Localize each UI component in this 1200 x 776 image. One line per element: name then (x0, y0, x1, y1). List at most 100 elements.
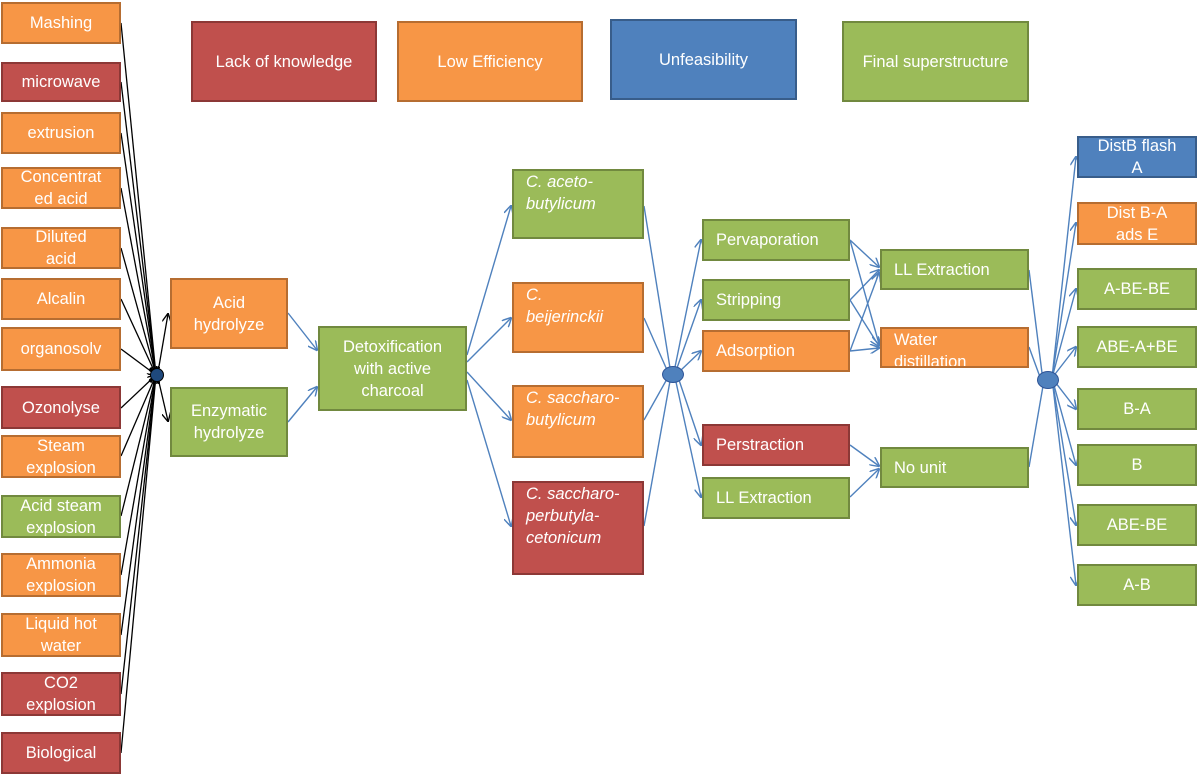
node-a-be-be-label: A-BE-BE (1103, 280, 1171, 298)
node-extrusion: extrusion (1, 112, 121, 154)
connector-pretreatment-9 (120, 375, 156, 517)
connector-nounit-hub (1028, 385, 1044, 468)
connector-hub-abe-be (1051, 377, 1076, 525)
node-dist-b-a-ads-e-label-2: ads E (1115, 225, 1159, 244)
connector-water-hub (1028, 346, 1041, 378)
node-stripping: Stripping (702, 279, 850, 321)
connector-hub-a-b (1051, 377, 1076, 585)
connector-stripping-ll (849, 270, 879, 301)
connector-adsorption-ll (849, 273, 879, 352)
legend-unfeasibility-label: Unfeasibility (659, 50, 748, 69)
node-acid-steam-explosion: Acid steam explosion (1, 495, 121, 538)
legend-lack-of-knowledge: Lack of knowledge (191, 21, 377, 102)
node-abe-a-be: ABE-A+BE (1077, 326, 1197, 368)
node-stripping-label: Stripping (716, 291, 782, 309)
node-concentrated-acid: Concentrat ed acid (1, 167, 121, 209)
node-c-acetobutylicum: C. aceto- butylicum (512, 169, 644, 239)
node-acid-steam-explosion-label-2: explosion (26, 518, 96, 537)
connector-detox-aceto (466, 206, 511, 356)
node-enzymatic-hydrolyze-label-1: Enzymatic (190, 402, 268, 420)
node-c-beijerinckii: C. beijerinckii (512, 282, 644, 353)
connector-pretreatment-7 (120, 375, 156, 409)
node-ll-extraction-recovery-label: LL Extraction (716, 489, 812, 507)
legend-low-efficiency-label: Low Efficiency (437, 52, 543, 71)
node-abe-a-be-label: ABE-A+BE (1096, 338, 1178, 356)
node-extrusion-label: extrusion (27, 124, 95, 142)
connector-pretreatment-8 (120, 375, 156, 457)
node-abe-be: ABE-BE (1077, 504, 1197, 546)
node-biological: Biological (1, 732, 121, 774)
connector-adsorption-water (849, 348, 879, 351)
node-ll-extraction-secondary-label: LL Extraction (894, 260, 990, 279)
legend-final-superstructure-label: Final superstructure (862, 52, 1009, 71)
node-organosolv: organosolv (1, 327, 121, 371)
node-ammonia-explosion-label-1: Ammonia (26, 555, 96, 573)
hub-pretreatment (150, 368, 164, 382)
connector-pretreatment-2 (120, 132, 156, 375)
node-pervaporation: Pervaporation (702, 219, 850, 261)
node-ozonolyse: Ozonolyse (1, 386, 121, 429)
connector-hub-distba (1051, 223, 1076, 379)
connector-pretreatment-0 (120, 22, 156, 375)
node-liquid-hot-water: Liquid hot water (1, 613, 121, 657)
node-adsorption-label: Adsorption (716, 342, 795, 360)
node-water-distillation: Water distillation (880, 327, 1029, 368)
node-acid-steam-explosion-label-1: Acid steam (20, 496, 102, 515)
connector-detox-sacch (466, 371, 511, 420)
connector-hub-stripping (676, 300, 701, 369)
node-mashing: Mashing (1, 2, 121, 44)
connector-hub-perstraction (678, 379, 701, 445)
node-c-saccharoperbutylacetonicum: C. saccharo- perbutyla- cetonicum (512, 481, 644, 575)
node-co2-explosion-label-2: explosion (26, 696, 96, 714)
node-b-label: B (1131, 456, 1143, 474)
legend-unfeasibility: Unfeasibility (610, 19, 797, 100)
node-water-distillation-label-2: distillation (894, 353, 967, 368)
connector-perbut-hub (643, 380, 671, 527)
node-c-acetobutylicum-label-2: butylicum (526, 195, 596, 213)
connector-stripping-water (849, 299, 879, 346)
node-distb-flash-a-label-1: DistB flash (1097, 137, 1177, 155)
node-mashing-label: Mashing (29, 14, 93, 32)
node-c-saccharobutylicum: C. saccharo- butylicum (512, 385, 644, 458)
node-ammonia-explosion-label-2: explosion (26, 577, 96, 595)
node-pervaporation-label: Pervaporation (716, 231, 819, 249)
node-acid-hydrolyze-label-1: Acid (212, 293, 246, 312)
connector-hub-enzymatic-hydrolyze (157, 377, 168, 421)
connector-hub-ll-extraction (675, 381, 701, 497)
connector-enzymatic-detox (287, 387, 317, 423)
node-abe-be-label: ABE-BE (1106, 516, 1168, 534)
node-microwave: microwave (1, 62, 121, 102)
connector-pervaporation-ll (849, 239, 879, 267)
node-dist-b-a-ads-e-label-1: Dist B-A (1106, 203, 1168, 222)
connector-pretreatment-1 (120, 81, 156, 375)
node-c-saccharoperbutylacetonicum-label-3: cetonicum (526, 529, 602, 547)
node-no-unit-label: No unit (894, 458, 947, 477)
connector-aceto-hub (643, 205, 671, 369)
node-liquid-hot-water-label-1: Liquid hot (25, 615, 97, 633)
hub-separation (1037, 371, 1059, 389)
node-a-b-label: A-B (1123, 576, 1151, 594)
node-enzymatic-hydrolyze: Enzymatic hydrolyze (170, 387, 288, 457)
node-liquid-hot-water-label-2: water (40, 637, 82, 655)
node-acid-hydrolyze-label-2: hydrolyze (193, 315, 265, 334)
node-acid-hydrolyze: Acid hydrolyze (170, 278, 288, 349)
node-distb-flash-a-label-2: A (1131, 159, 1143, 177)
connector-acid-detox (287, 312, 317, 350)
connector-pretreatment-4 (120, 247, 156, 375)
node-b: B (1077, 444, 1197, 486)
connector-hub-adsorption (679, 351, 701, 372)
node-alcalin: Alcalin (1, 278, 121, 320)
node-enzymatic-hydrolyze-label-2: hydrolyze (193, 424, 265, 442)
node-microwave-label: microwave (21, 73, 101, 91)
node-ll-extraction-secondary: LL Extraction (880, 249, 1029, 290)
node-distb-flash-a: DistB flash A (1077, 136, 1197, 178)
connector-ll-nounit (849, 469, 879, 498)
node-diluted-acid-label-2: acid (45, 250, 77, 268)
node-alcalin-label: Alcalin (36, 290, 86, 308)
legend-final-superstructure: Final superstructure (842, 21, 1029, 102)
node-steam-explosion-label-1: Steam (37, 436, 85, 455)
node-co2-explosion-label-1: CO2 (44, 674, 78, 692)
connector-pretreatment-12 (120, 375, 156, 695)
node-water-distillation-label-1: Water (894, 331, 938, 349)
